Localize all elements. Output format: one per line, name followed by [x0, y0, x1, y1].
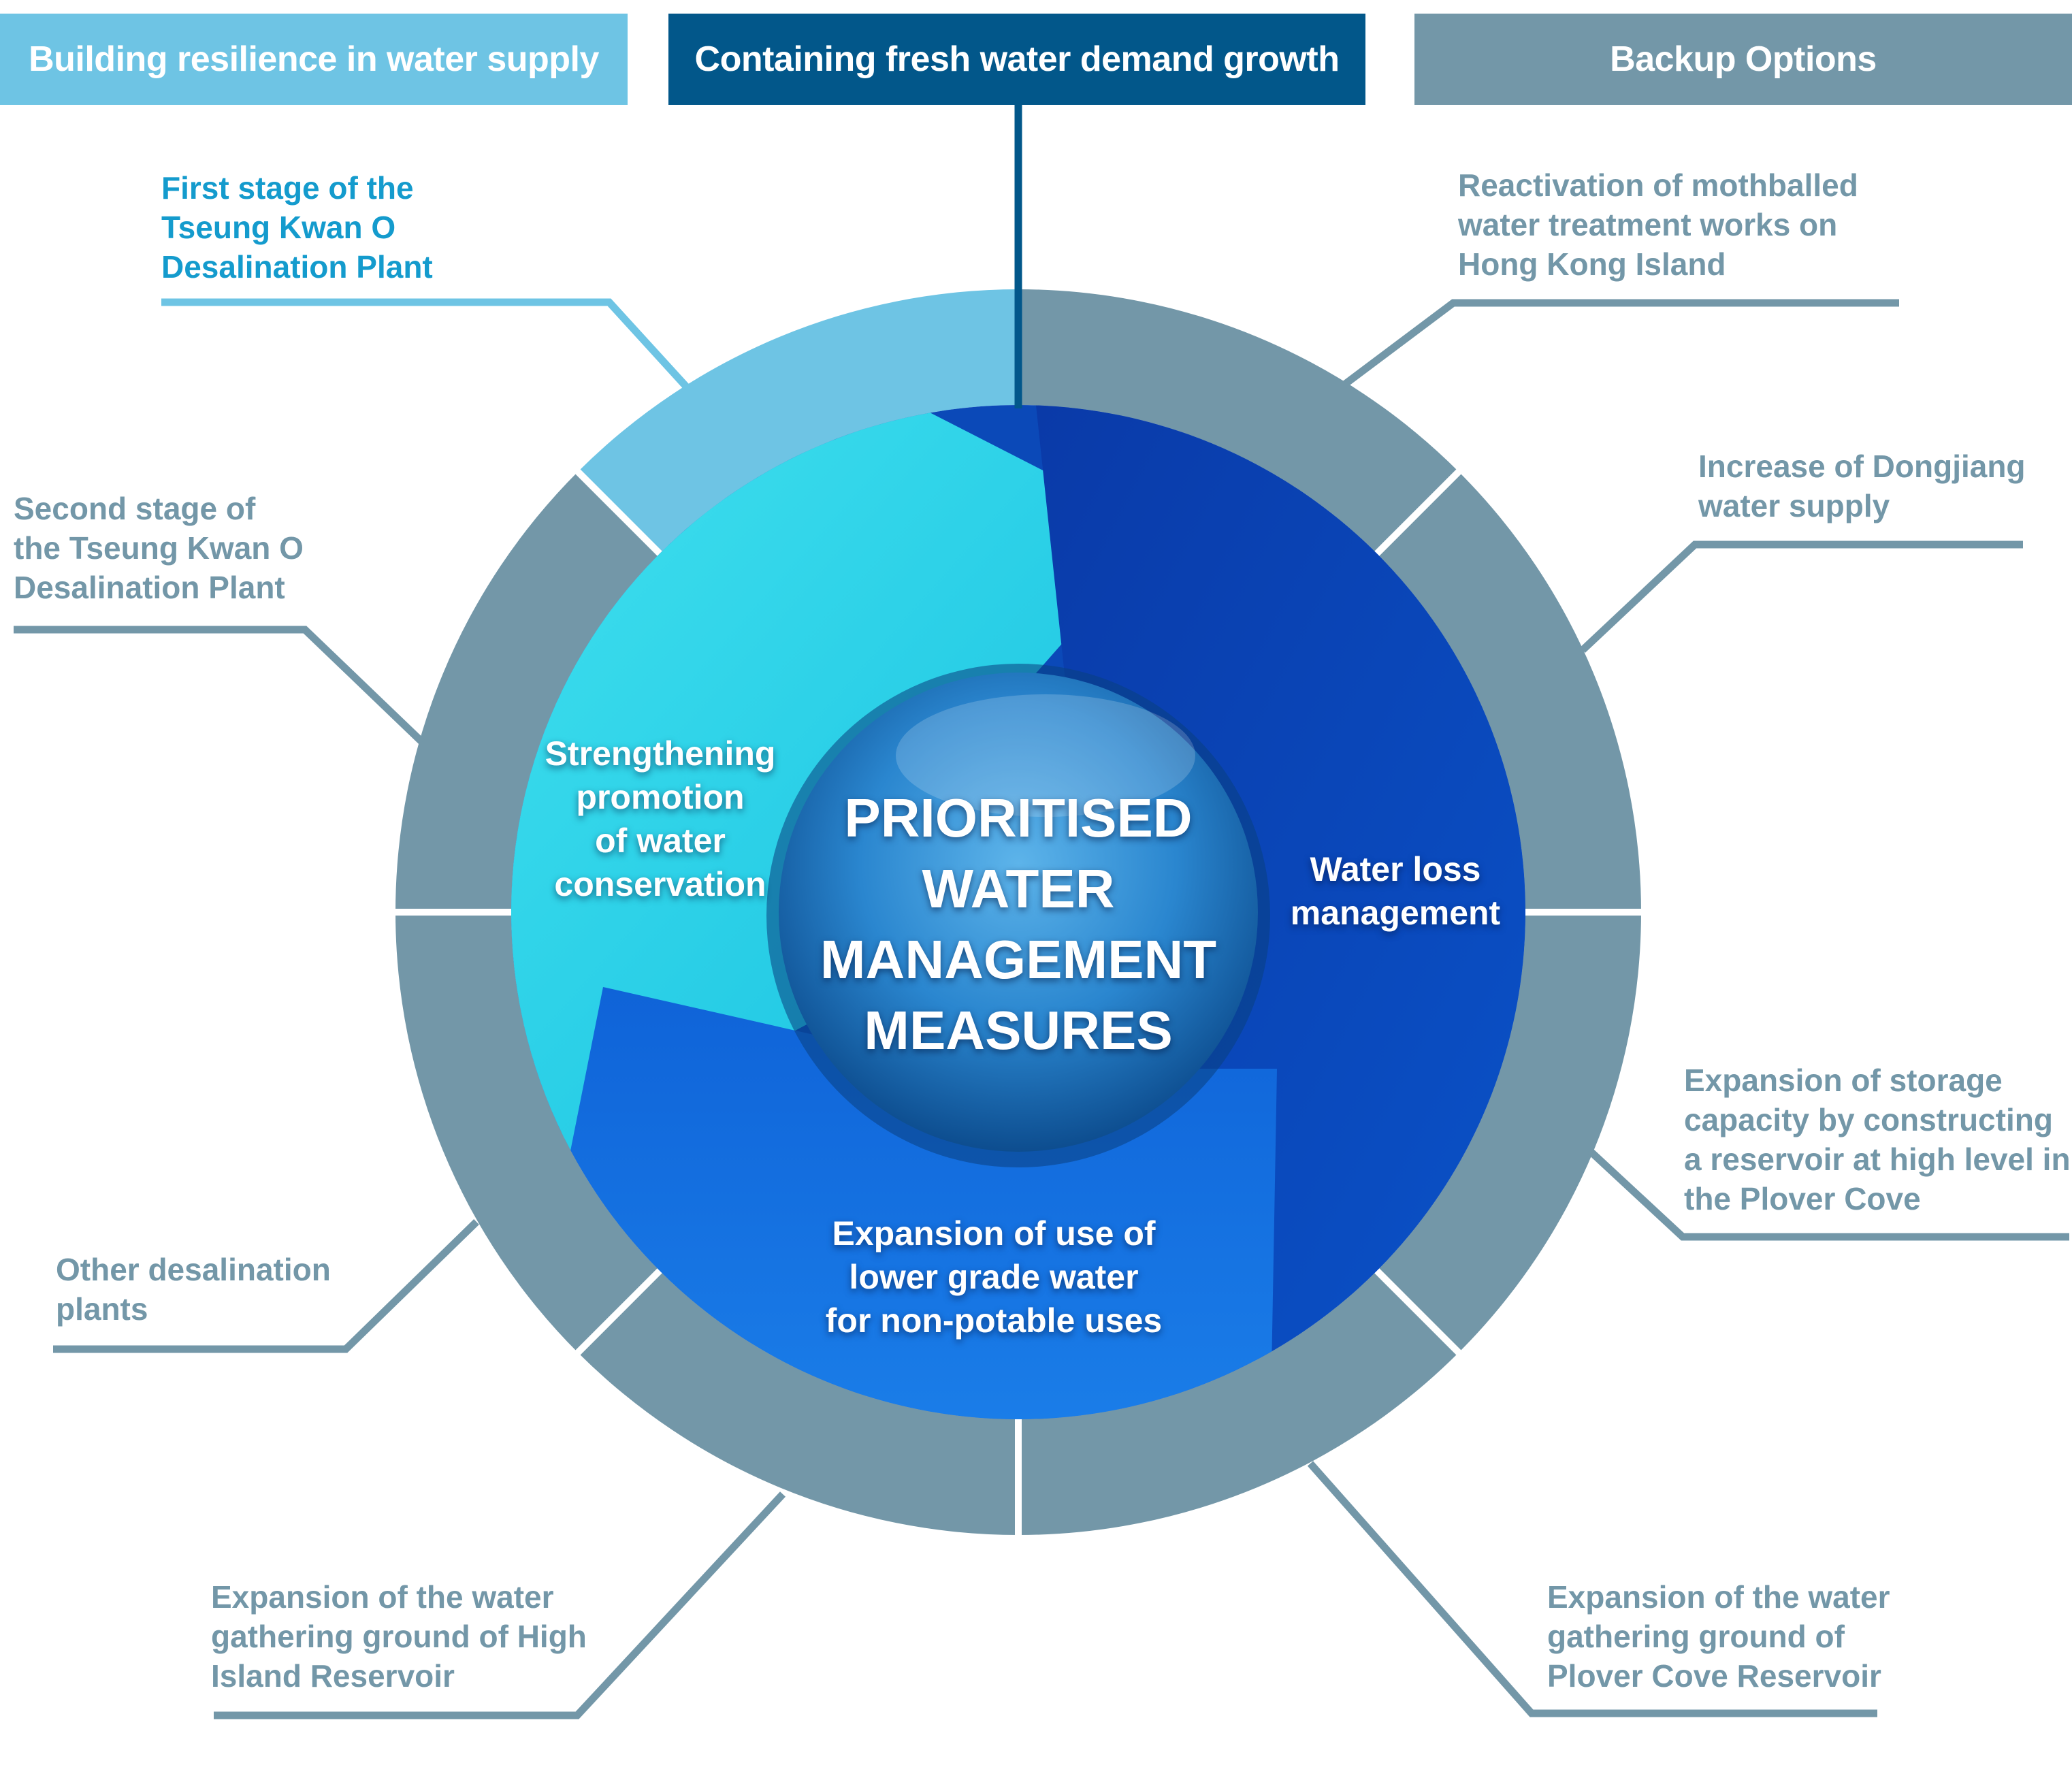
title-line: PRIORITISED	[844, 788, 1193, 848]
header-backup-options: Backup Options	[1414, 14, 2072, 105]
ring-segment-storage	[1376, 912, 1641, 1353]
label-line: Other desalination	[56, 1252, 331, 1287]
callout-high-island: Expansion of the water gathering ground …	[211, 1577, 587, 1696]
callout-plover-cove: Expansion of the water gathering ground …	[1547, 1577, 1890, 1696]
header-right-label: Backup Options	[1610, 39, 1877, 79]
label-line: gathering ground of High	[211, 1619, 587, 1654]
header-building-resilience: Building resilience in water supply	[0, 14, 628, 105]
header-left-label: Building resilience in water supply	[29, 39, 599, 79]
ring-segment-high-island	[577, 1270, 1018, 1535]
label-line: capacity by constructing	[1684, 1102, 2053, 1137]
label-line: First stage of the	[161, 170, 414, 206]
connector-other-desal	[53, 1219, 479, 1353]
label-line: Second stage of	[14, 491, 256, 526]
ring-segment-other-desal	[395, 912, 660, 1353]
callout-dongjiang: Increase of Dongjiang water supply	[1698, 447, 2026, 526]
connector-tko-first	[161, 298, 691, 391]
label-line: Plover Cove Reservoir	[1547, 1658, 1881, 1694]
title-line: MANAGEMENT	[820, 929, 1217, 990]
ring-segment-plover-cove	[1018, 1270, 1459, 1535]
label-line: Reactivation of mothballed	[1458, 167, 1858, 203]
label-line: Expansion of use of	[832, 1214, 1156, 1252]
label-line: of water	[595, 822, 726, 860]
label-line: Island Reservoir	[211, 1658, 455, 1694]
center-highlight	[896, 694, 1195, 817]
ring-segment-dongjiang	[1376, 471, 1641, 912]
label-line: the Tseung Kwan O	[14, 530, 304, 566]
center-sphere	[779, 673, 1258, 1152]
label-line: Water loss	[1310, 850, 1481, 888]
label-line: lower grade water	[849, 1258, 1139, 1296]
label-line: Desalination Plant	[161, 249, 433, 285]
connector-dongjiang	[1580, 540, 2023, 653]
header-middle-label: Containing fresh water demand growth	[694, 39, 1340, 79]
connector-plover-cove	[1307, 1461, 1877, 1717]
segment-label-water-loss: Water loss management	[1266, 847, 1525, 935]
label-line: Expansion of storage	[1684, 1063, 2003, 1098]
connector-reactivation	[1342, 299, 1899, 388]
connector-high-island	[214, 1491, 786, 1719]
label-line: Increase of Dongjiang	[1698, 449, 2026, 484]
label-line: water supply	[1698, 488, 1890, 523]
ring-divider	[572, 466, 665, 559]
label-line: Strengthening	[545, 734, 776, 773]
title-line: WATER	[922, 858, 1115, 919]
ring-segment-tko-first	[577, 289, 1018, 554]
segment-label-conservation: Strengthening promotion of water conserv…	[524, 732, 796, 906]
callout-storage: Expansion of storage capacity by constru…	[1684, 1061, 2071, 1218]
label-line: Expansion of the water	[211, 1579, 554, 1615]
connector-storage	[1587, 1147, 2069, 1241]
label-line: management	[1290, 894, 1501, 932]
ring-divider	[1372, 466, 1464, 559]
label-line: the Plover Cove	[1684, 1181, 1921, 1216]
label-line: Expansion of the water	[1547, 1579, 1890, 1615]
callout-other-desal: Other desalination plants	[56, 1250, 331, 1329]
label-line: plants	[56, 1291, 148, 1327]
ring-segment-reactivation	[1018, 289, 1459, 554]
label-line: conservation	[554, 865, 766, 903]
label-line: gathering ground of	[1547, 1619, 1845, 1654]
callout-tko-first: First stage of the Tseung Kwan O Desalin…	[161, 168, 433, 287]
label-line: Hong Kong Island	[1458, 246, 1726, 282]
ring-divider	[572, 1265, 665, 1358]
segment-label-lower-grade: Expansion of use of lower grade water fo…	[790, 1212, 1198, 1342]
label-line: promotion	[576, 778, 745, 816]
callout-tko-second: Second stage of the Tseung Kwan O Desali…	[14, 489, 304, 607]
ring-divider	[1372, 1265, 1464, 1358]
inner-segment-water-loss	[1036, 405, 1525, 1360]
ring-segment-tko-second	[395, 471, 660, 912]
label-line: a reservoir at high level in	[1684, 1142, 2071, 1177]
label-line: Tseung Kwan O	[161, 210, 396, 245]
center-title: PRIORITISED WATER MANAGEMENT MEASURES	[780, 783, 1257, 1066]
title-line: MEASURES	[864, 1000, 1173, 1061]
header-containing-demand: Containing fresh water demand growth	[668, 14, 1365, 105]
connector-tko-second	[14, 626, 425, 745]
label-line: for non-potable uses	[825, 1302, 1163, 1340]
label-line: Desalination Plant	[14, 570, 285, 605]
callout-reactivation: Reactivation of mothballed water treatme…	[1458, 165, 1858, 284]
label-line: water treatment works on	[1458, 207, 1838, 242]
